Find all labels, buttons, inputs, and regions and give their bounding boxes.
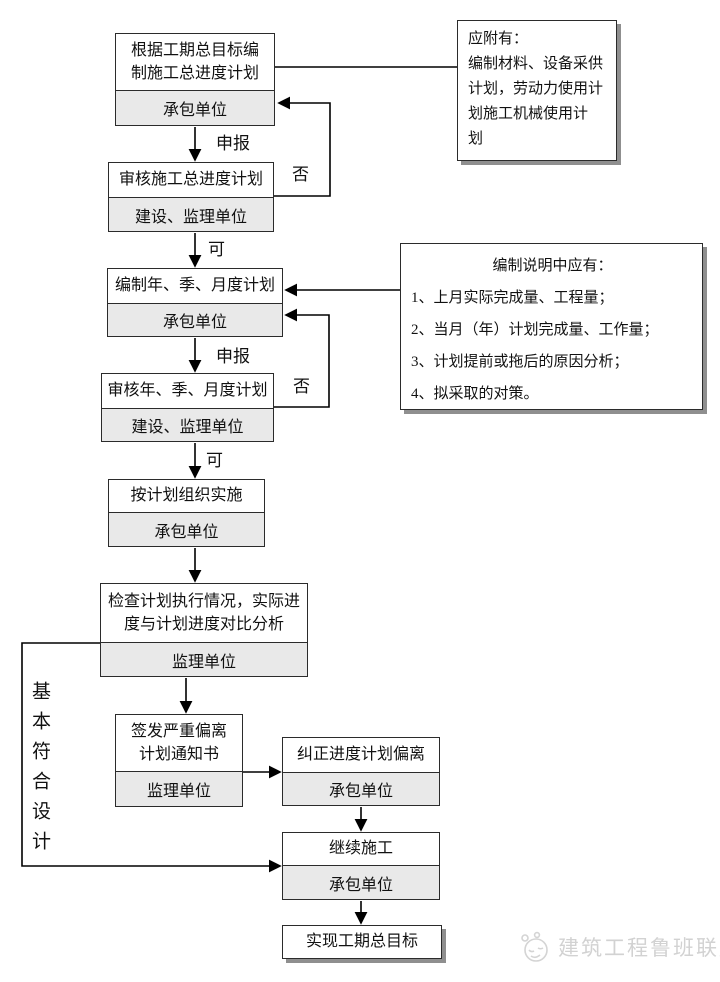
step-title-line: 审核年、季、月度计划 bbox=[107, 382, 268, 400]
edge-label-apply-1: 申报 bbox=[216, 134, 250, 153]
step-compile-periodic-plan: 编制年、季、月度计划 承包单位 bbox=[107, 268, 283, 337]
luban-logo-icon bbox=[521, 931, 548, 962]
step-achieve-goal: 实现工期总目标 bbox=[282, 925, 442, 959]
annotation-item: 1、上月实际完成量、工程量； bbox=[411, 290, 614, 306]
edge-label-ok-1: 可 bbox=[208, 240, 225, 259]
step-agency: 承包单位 bbox=[108, 303, 282, 336]
step-agency: 承包单位 bbox=[116, 90, 274, 125]
step-agency: 承包单位 bbox=[283, 865, 439, 899]
step-issue-deviation-notice: 签发严重偏离 计划通知书 监理单位 bbox=[115, 714, 243, 807]
step-title-line: 编制年、季、月度计划 bbox=[114, 277, 275, 295]
edge-label-no-1: 否 bbox=[292, 165, 309, 184]
annotation-attachments: 应附有： 编制材料、设备采供 计划，劳动力使用计 划施工机械使用计 划 bbox=[457, 20, 617, 161]
step-title-line: 根据工期总目标编 bbox=[130, 41, 259, 59]
step-agency: 建设、监理单位 bbox=[109, 197, 273, 231]
annotation-line: 编制材料、设备采供 bbox=[468, 56, 604, 72]
step-title-line: 度与计划进度对比分析 bbox=[123, 616, 284, 633]
step-continue-construction: 继续施工 承包单位 bbox=[282, 832, 440, 900]
loop-no-2 bbox=[274, 308, 330, 408]
annotation-line: 计划，劳动力使用计 bbox=[468, 81, 604, 97]
step-title-line: 实现工期总目标 bbox=[305, 933, 418, 951]
path-basically-conform bbox=[21, 642, 282, 873]
step-title-line: 按计划组织实施 bbox=[130, 487, 243, 505]
edge-label-ok-2: 可 bbox=[206, 451, 223, 470]
step-agency: 监理单位 bbox=[101, 642, 307, 676]
annotation-line: 应附有： bbox=[468, 31, 529, 47]
step-implement-plan: 按计划组织实施 承包单位 bbox=[108, 479, 265, 547]
step-title-line: 签发严重偏离 bbox=[130, 722, 227, 740]
side-label-basically-conform: 基本符合设计 bbox=[29, 681, 50, 861]
step-title-line: 制施工总进度计划 bbox=[130, 65, 259, 82]
step-compile-master-plan: 根据工期总目标编 制施工总进度计划 承包单位 bbox=[115, 33, 275, 126]
step-agency: 监理单位 bbox=[116, 771, 242, 806]
loop-no-1 bbox=[274, 96, 331, 197]
annotation-item: 3、计划提前或拖后的原因分析； bbox=[411, 354, 629, 370]
edge-label-apply-2: 申报 bbox=[216, 347, 250, 366]
watermark: 建筑工程鲁班联盟 bbox=[517, 929, 720, 965]
step-agency: 承包单位 bbox=[283, 772, 439, 805]
annotation-title: 编制说明中应有： bbox=[492, 258, 613, 274]
step-agency: 建设、监理单位 bbox=[102, 408, 273, 441]
annotation-line: 划施工机械使用计 bbox=[468, 106, 589, 122]
watermark-text: 建筑工程鲁班联盟 bbox=[558, 936, 720, 960]
annotation-explanation-notes: 编制说明中应有： 1、上月实际完成量、工程量； 2、当月（年）计划完成量、工作量… bbox=[400, 243, 703, 410]
annotation-item: 2、当月（年）计划完成量、工作量； bbox=[411, 322, 659, 338]
edge-label-no-2: 否 bbox=[293, 377, 310, 396]
step-correct-deviation: 纠正进度计划偏离 承包单位 bbox=[282, 737, 440, 806]
annotation-line: 划 bbox=[468, 131, 484, 147]
step-check-progress: 检查计划执行情况，实际进 度与计划进度对比分析 监理单位 bbox=[100, 583, 308, 677]
annotation-item: 4、拟采取的对策。 bbox=[411, 386, 539, 402]
step-title-line: 继续施工 bbox=[328, 840, 393, 858]
step-title-line: 检查计划执行情况，实际进 bbox=[107, 592, 300, 610]
step-review-periodic-plan: 审核年、季、月度计划 建设、监理单位 bbox=[101, 373, 274, 442]
step-title-line: 审核施工总进度计划 bbox=[118, 171, 263, 189]
step-agency: 承包单位 bbox=[109, 512, 264, 546]
step-review-master-plan: 审核施工总进度计划 建设、监理单位 bbox=[108, 162, 274, 232]
step-title-line: 计划通知书 bbox=[138, 746, 219, 763]
step-title-line: 纠正进度计划偏离 bbox=[296, 746, 425, 764]
